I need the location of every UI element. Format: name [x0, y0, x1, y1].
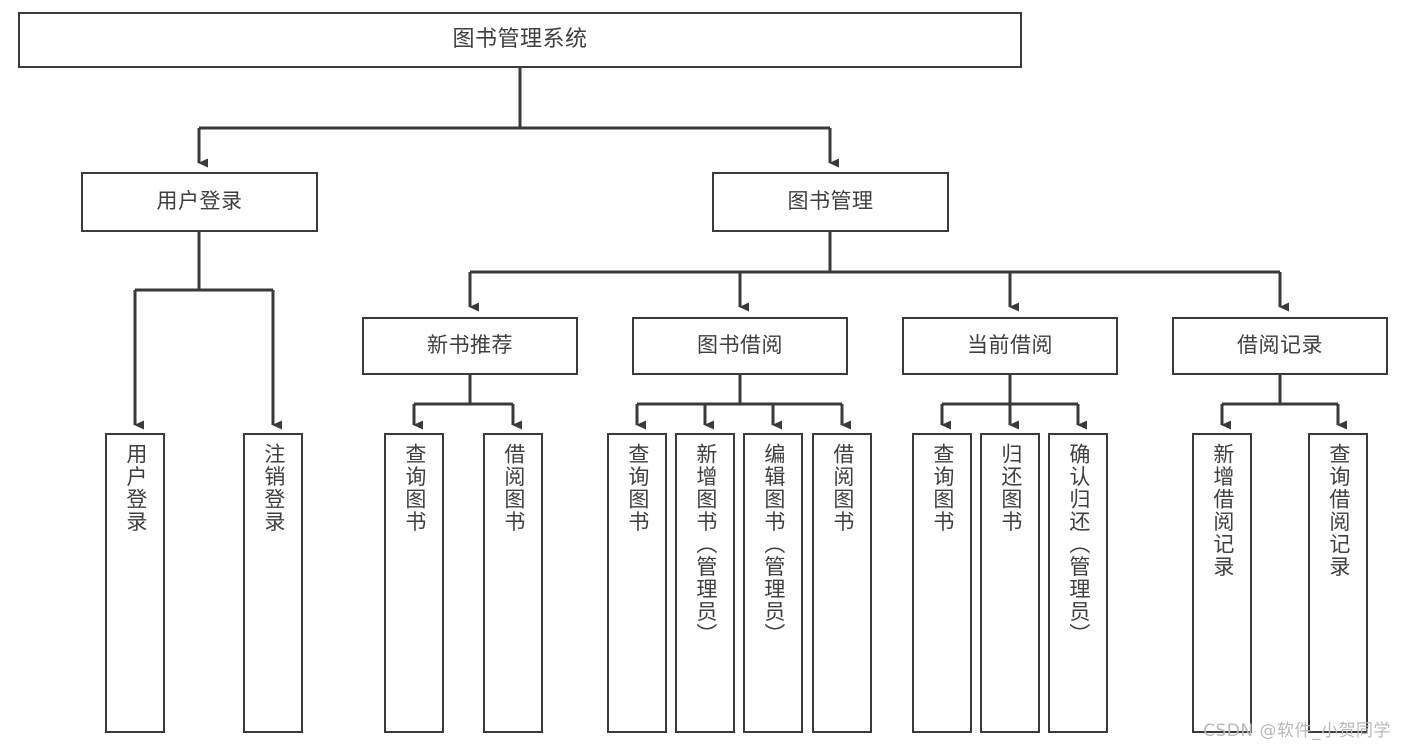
node-leaf-add-book-label: 新增图书（管理员） — [693, 443, 718, 646]
node-new-book-recommend-label: 新书推荐 — [427, 333, 513, 358]
node-leaf-borrow-book-1-label: 借阅图书 — [501, 443, 526, 533]
node-leaf-query-record-label: 查询借阅记录 — [1326, 443, 1351, 578]
node-root-label: 图书管理系统 — [452, 26, 588, 52]
node-leaf-confirm-return[interactable]: 确认归还（管理员） — [1048, 433, 1108, 733]
node-leaf-query-book-2[interactable]: 查询图书 — [607, 433, 667, 733]
node-borrow-record-label: 借阅记录 — [1237, 333, 1323, 358]
node-root[interactable]: 图书管理系统 — [18, 12, 1022, 68]
node-book-borrow-label: 图书借阅 — [697, 333, 783, 358]
node-leaf-query-record[interactable]: 查询借阅记录 — [1308, 433, 1368, 733]
node-leaf-add-record-label: 新增借阅记录 — [1210, 443, 1235, 578]
node-leaf-user-login-label: 用户登录 — [123, 443, 148, 533]
node-user-login-label: 用户登录 — [156, 189, 243, 214]
node-book-borrow[interactable]: 图书借阅 — [632, 317, 848, 375]
node-leaf-query-book-2-label: 查询图书 — [625, 443, 650, 533]
node-leaf-query-book-1[interactable]: 查询图书 — [384, 433, 444, 733]
node-leaf-logout-login-label: 注销登录 — [261, 443, 286, 533]
node-current-borrow[interactable]: 当前借阅 — [902, 317, 1118, 375]
node-leaf-borrow-book-2-label: 借阅图书 — [830, 443, 855, 533]
node-leaf-return-book[interactable]: 归还图书 — [980, 433, 1040, 733]
node-leaf-query-book-1-label: 查询图书 — [402, 443, 427, 533]
node-leaf-query-book-3-label: 查询图书 — [930, 443, 955, 533]
node-leaf-add-record[interactable]: 新增借阅记录 — [1192, 433, 1252, 733]
node-book-management[interactable]: 图书管理 — [712, 172, 949, 232]
node-user-login[interactable]: 用户登录 — [81, 172, 318, 232]
node-leaf-borrow-book-1[interactable]: 借阅图书 — [483, 433, 543, 733]
node-new-book-recommend[interactable]: 新书推荐 — [362, 317, 578, 375]
node-leaf-confirm-return-label: 确认归还（管理员） — [1066, 443, 1091, 646]
node-leaf-edit-book-label: 编辑图书（管理员） — [761, 443, 786, 646]
node-leaf-query-book-3[interactable]: 查询图书 — [912, 433, 972, 733]
node-book-management-label: 图书管理 — [787, 189, 874, 214]
node-current-borrow-label: 当前借阅 — [967, 333, 1053, 358]
node-leaf-user-login[interactable]: 用户登录 — [105, 433, 165, 733]
node-leaf-return-book-label: 归还图书 — [998, 443, 1023, 533]
node-borrow-record[interactable]: 借阅记录 — [1172, 317, 1388, 375]
node-leaf-add-book[interactable]: 新增图书（管理员） — [675, 433, 735, 733]
node-leaf-logout-login[interactable]: 注销登录 — [243, 433, 303, 733]
node-leaf-edit-book[interactable]: 编辑图书（管理员） — [743, 433, 803, 733]
node-leaf-borrow-book-2[interactable]: 借阅图书 — [812, 433, 872, 733]
